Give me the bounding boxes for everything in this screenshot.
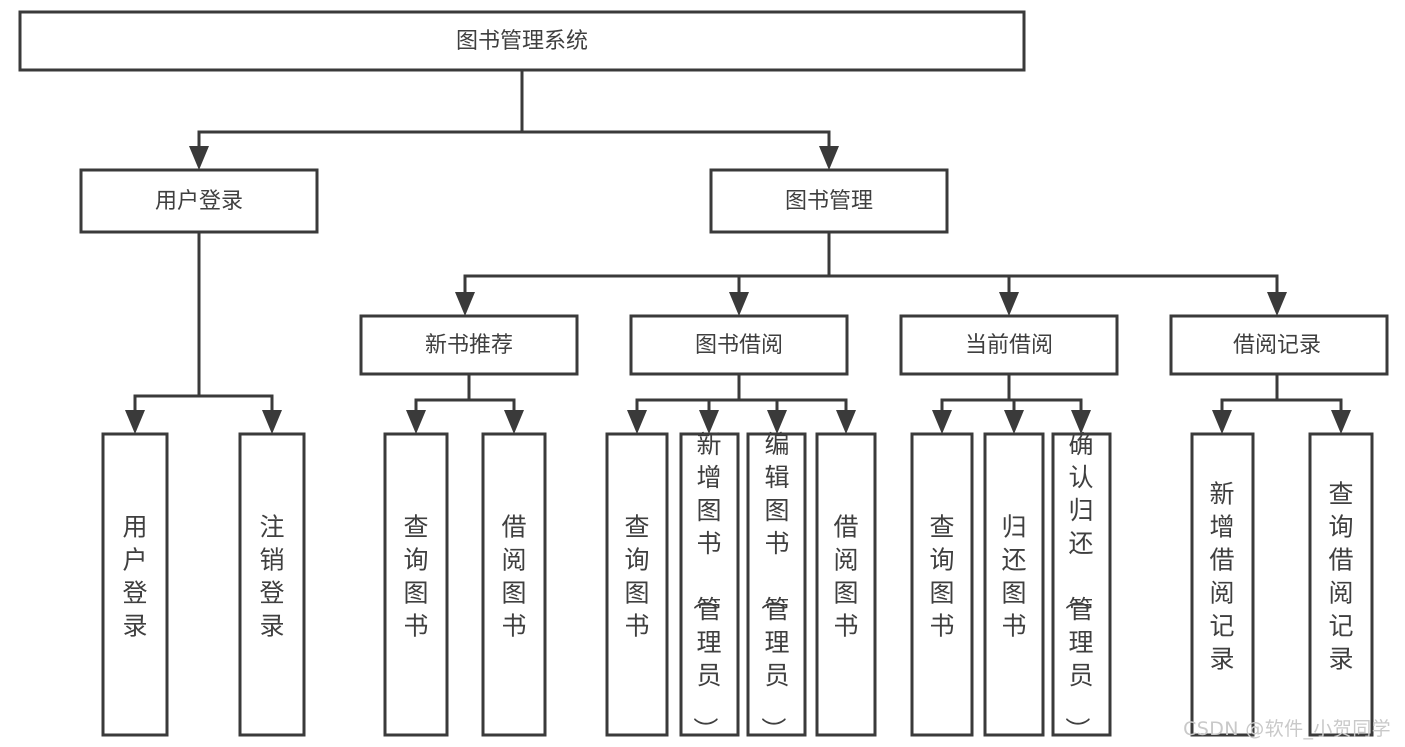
arrowhead-icon (836, 410, 856, 434)
arrowhead-icon (932, 410, 952, 434)
leaf-label: 借阅图书 (501, 513, 526, 641)
arrowhead-icon (999, 292, 1019, 316)
leaf-group-user-login (101, 432, 306, 737)
node-book-borrow[interactable]: 图书借阅 (629, 314, 849, 376)
connector-book-borrow-to-leaves (627, 372, 856, 434)
arrowhead-icon (819, 146, 839, 170)
arrowhead-icon (767, 410, 787, 434)
leaf-box[interactable] (238, 432, 306, 737)
arrowhead-icon (1004, 410, 1024, 434)
leaf-box[interactable] (605, 432, 669, 737)
node-book-borrow-label: 图书借阅 (695, 333, 783, 358)
leaf-box[interactable] (815, 432, 877, 737)
arrowhead-icon (504, 410, 524, 434)
leaf-label: 新增图书（管理员） (690, 430, 721, 742)
node-book-manage-label: 图书管理 (785, 189, 873, 214)
leaf-label: 归还图书 (1001, 513, 1026, 641)
leaf-box[interactable] (983, 432, 1045, 737)
arrowhead-icon (1267, 292, 1287, 316)
leaf-labels: 用户登录 注销登录 查询图书 借阅图书 查询图书 新增图书（管理员） 编辑图书（… (122, 430, 1353, 742)
node-book-manage-box[interactable] (709, 168, 949, 234)
leaf-box[interactable] (101, 432, 169, 737)
leaf-label: 查询借阅记录 (1328, 480, 1353, 674)
node-borrow-record-label: 借阅记录 (1233, 333, 1321, 358)
leaf-label: 查询图书 (624, 513, 649, 641)
leaf-label: 编辑图书（管理员） (758, 430, 789, 742)
connector-current-borrow-to-leaves (932, 372, 1091, 434)
arrowhead-icon (1212, 410, 1232, 434)
node-root-label: 图书管理系统 (456, 29, 588, 54)
connector-user-login-to-leaves (125, 230, 282, 434)
node-book-borrow-box[interactable] (629, 314, 849, 376)
connector-booking-manage-to-level3 (455, 230, 1287, 316)
leaf-box[interactable] (481, 432, 547, 737)
node-user-login[interactable]: 用户登录 (79, 168, 319, 234)
node-new-book-recommend[interactable]: 新书推荐 (359, 314, 579, 376)
leaf-group-borrow-record (1190, 432, 1374, 737)
node-current-borrow[interactable]: 当前借阅 (899, 314, 1119, 376)
leaf-box[interactable] (383, 432, 449, 737)
connector-root-to-level2 (189, 68, 839, 170)
leaf-box[interactable] (746, 432, 807, 737)
arrowhead-icon (1071, 410, 1091, 434)
leaf-group-current-borrow (910, 432, 1112, 737)
leaf-group-book-borrow (605, 432, 877, 737)
arrowhead-icon (406, 410, 426, 434)
connector-borrow-record-to-leaves (1212, 372, 1351, 434)
node-book-manage[interactable]: 图书管理 (709, 168, 949, 234)
arrowhead-icon (125, 410, 145, 434)
node-borrow-record-box[interactable] (1169, 314, 1389, 376)
leaf-box[interactable] (679, 432, 740, 737)
arrowhead-icon (455, 292, 475, 316)
node-root[interactable]: 图书管理系统 (18, 10, 1026, 72)
leaf-box[interactable] (910, 432, 974, 737)
leaf-box[interactable] (1051, 432, 1112, 737)
leaf-label: 新增借阅记录 (1209, 480, 1234, 674)
arrowhead-icon (189, 146, 209, 170)
arrowhead-icon (262, 410, 282, 434)
node-root-box[interactable] (18, 10, 1026, 72)
node-current-borrow-box[interactable] (899, 314, 1119, 376)
node-borrow-record[interactable]: 借阅记录 (1169, 314, 1389, 376)
leaf-box[interactable] (1190, 432, 1255, 737)
leaf-label: 查询图书 (403, 513, 428, 641)
node-new-book-recommend-box[interactable] (359, 314, 579, 376)
leaf-label: 用户登录 (122, 513, 147, 641)
arrowhead-icon (627, 410, 647, 434)
arrowhead-icon (699, 410, 719, 434)
node-current-borrow-label: 当前借阅 (965, 333, 1053, 358)
leaf-label: 注销登录 (259, 513, 284, 641)
node-new-book-recommend-label: 新书推荐 (425, 333, 513, 358)
node-user-login-box[interactable] (79, 168, 319, 234)
leaf-label: 借阅图书 (833, 513, 858, 641)
arrowhead-icon (729, 292, 749, 316)
leaf-group-new-book-recommend (383, 432, 547, 737)
leaf-box[interactable] (1308, 432, 1374, 737)
node-user-login-label: 用户登录 (155, 189, 243, 214)
leaf-label: 查询图书 (929, 513, 954, 641)
arrowhead-icon (1331, 410, 1351, 434)
leaf-label: 确认归还（管理员） (1062, 430, 1093, 742)
connector-new-book-recommend-to-leaves (406, 372, 524, 434)
